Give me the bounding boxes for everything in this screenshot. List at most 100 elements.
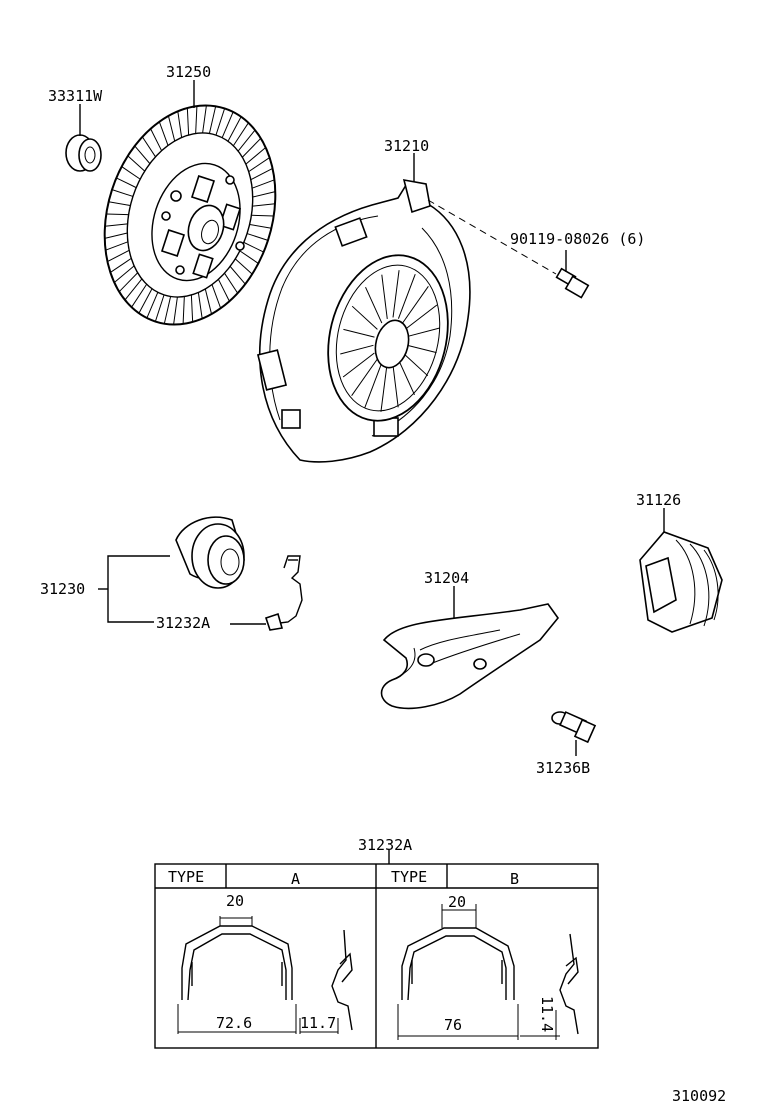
friction-hatch-line: [113, 265, 135, 283]
release-fork-31204: [380, 586, 560, 710]
friction-hatch-line: [245, 147, 267, 165]
figure-code: 310092: [672, 1087, 726, 1105]
diaphragm-finger-line: [342, 352, 375, 378]
release-bearing-31230: [175, 516, 245, 589]
friction-hatch-line: [252, 203, 276, 207]
friction-hatch-line: [252, 191, 276, 198]
friction-hatch-line: [239, 250, 259, 264]
label-33311w: 33311W: [48, 87, 103, 105]
friction-hatch-line: [110, 257, 132, 273]
friction-hatch-line: [177, 111, 183, 138]
diaphragm-finger-line: [381, 274, 388, 319]
diaphragm-finger-line: [380, 364, 388, 412]
clutch-disc-31250: [103, 80, 277, 326]
friction-hatch-line: [248, 157, 270, 173]
friction-hatch-line: [251, 214, 274, 217]
dim-b-side: 11.4: [538, 996, 556, 1032]
friction-hatch-line: [104, 223, 128, 227]
diaphragm-finger-line: [364, 363, 383, 408]
diaphragm-finger-line: [392, 270, 400, 318]
friction-hatch-line: [229, 266, 246, 285]
friction-hatch-line: [215, 108, 226, 136]
friction-hatch-line: [221, 111, 234, 138]
diaphragm-finger-line: [351, 305, 378, 330]
friction-hatch-line: [208, 106, 217, 134]
dim-a-top: 20: [226, 892, 244, 910]
friction-hatch-line: [232, 122, 249, 146]
friction-hatch-line: [241, 137, 262, 158]
label-90119-08026: 90119-08026 (6): [510, 230, 645, 248]
friction-hatch-line: [134, 145, 151, 164]
friction-hatch-line: [108, 201, 131, 207]
friction-hatch-line: [251, 179, 275, 189]
diaphragm-finger-line: [405, 344, 437, 354]
dim-b-top: 20: [448, 893, 466, 911]
friction-hatch-line: [107, 249, 130, 263]
release-clip-31232a: [230, 555, 303, 631]
dim-b-bottom: 76: [444, 1016, 462, 1034]
detail-title: 31232A: [358, 836, 412, 854]
friction-hatch-line: [158, 121, 169, 146]
type-b-header: TYPE: [391, 868, 427, 886]
friction-hatch-line: [186, 108, 190, 136]
label-31232a: 31232A: [156, 614, 210, 632]
label-31204: 31204: [424, 569, 469, 587]
friction-hatch-line: [150, 128, 163, 151]
label-31230: 31230: [40, 580, 85, 598]
friction-hatch-line: [104, 232, 128, 239]
pilot-bearing-33311w: [65, 104, 102, 172]
friction-hatch-line: [105, 241, 129, 251]
diaphragm-finger-line: [343, 328, 375, 338]
friction-hatch-line: [197, 292, 203, 319]
friction-hatch-line: [182, 296, 185, 324]
label-31210: 31210: [384, 137, 429, 155]
diaphragm-finger-line: [405, 304, 438, 330]
pivot-stud-31236b: [551, 711, 597, 756]
bracket-31230: [107, 555, 170, 623]
diaphragm-finger-line: [351, 358, 378, 396]
diaphragm-finger-line: [406, 327, 440, 338]
friction-hatch-line: [190, 294, 194, 322]
diaphragm-finger-line: [397, 274, 416, 319]
friction-hatch-line: [217, 279, 230, 302]
diaphragm-finger-line: [402, 352, 429, 377]
friction-hatch-line: [163, 296, 172, 324]
friction-hatch-line: [118, 272, 139, 293]
friction-hatch-line: [243, 241, 264, 253]
friction-hatch-line: [146, 292, 159, 319]
friction-hatch-line: [237, 129, 256, 152]
friction-hatch-line: [227, 116, 242, 142]
friction-hatch-line: [173, 296, 178, 325]
diaphragm-finger-line: [392, 363, 399, 408]
diaphragm-finger-line: [365, 286, 383, 324]
friction-hatch-line: [202, 105, 207, 134]
bolt-90119-08026: [555, 250, 590, 299]
label-31126: 31126: [636, 491, 681, 509]
friction-hatch-line: [211, 284, 222, 309]
friction-hatch-line: [127, 155, 146, 172]
diaphragm-finger-line: [340, 344, 374, 355]
friction-hatch-line: [154, 294, 165, 322]
friction-hatch-line: [116, 177, 137, 189]
friction-hatch-line: [131, 284, 148, 308]
label-31236b: 31236B: [536, 759, 590, 777]
friction-hatch-line: [124, 278, 143, 301]
friction-hatch-line: [141, 136, 156, 158]
friction-hatch-line: [121, 166, 141, 180]
friction-hatch-line: [250, 167, 273, 181]
friction-hatch-line: [106, 213, 129, 216]
friction-hatch-line: [167, 115, 176, 142]
boot-31126: [639, 508, 723, 633]
friction-hatch-line: [111, 189, 134, 197]
dim-a-bottom: 72.6: [216, 1014, 252, 1032]
friction-hatch-line: [246, 233, 269, 241]
friction-hatch-line: [204, 288, 213, 315]
friction-hatch-line: [224, 272, 239, 294]
friction-hatch-line: [195, 106, 198, 134]
friction-hatch-line: [249, 223, 272, 229]
clutch-cover-31210: [256, 153, 557, 463]
diaphragm-finger-line: [397, 358, 415, 396]
diaphragm-finger-line: [402, 286, 429, 324]
type-b-value: B: [510, 870, 519, 888]
